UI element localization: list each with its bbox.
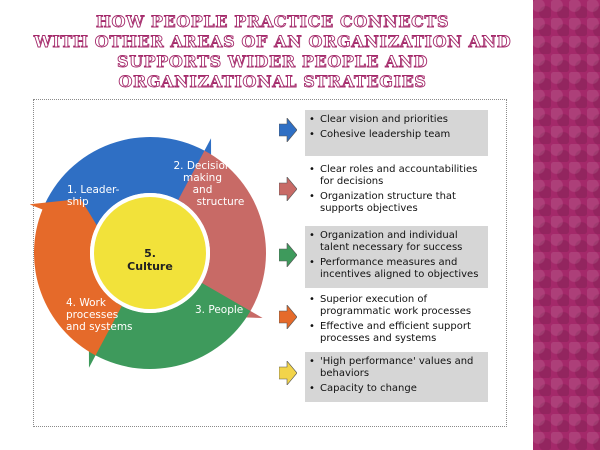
title-line: SUPPORTS WIDER PEOPLE AND: [116, 52, 429, 72]
bullet-item: 'High performance' values and behaviors: [309, 356, 488, 380]
diagram-panel: [33, 99, 507, 427]
page-title: HOW PEOPLE PRACTICE CONNECTS WITH OTHER …: [20, 12, 525, 92]
decorative-side-strip: [533, 0, 600, 450]
bullet-item: Effective and efficient support processe…: [309, 321, 488, 345]
bullet-item: Clear vision and priorities: [309, 114, 488, 126]
title-line: ORGANIZATIONAL STRATEGIES: [118, 72, 427, 92]
segment-label-line: 1. Leader-: [67, 184, 120, 196]
arrow-shape: [279, 305, 297, 329]
segment-label-decision-making: 2. Decision making and structure: [160, 160, 245, 208]
segment-label-line: 2. Decision: [173, 160, 232, 172]
arrow-shape: [279, 361, 297, 385]
bullet-item: Organization and individual talent neces…: [309, 230, 488, 254]
segment-label-line: making: [183, 172, 222, 184]
right-arrow-icon: [279, 118, 297, 142]
arrow-shape: [279, 118, 297, 142]
segment-label-line: processes: [66, 309, 119, 321]
bullet-group-work-processes: Superior execution of programmatic work …: [305, 290, 488, 352]
right-arrow-icon: [279, 177, 297, 201]
arrow-shape: [279, 243, 297, 267]
right-arrow-icon: [279, 361, 297, 385]
segment-label-work-processes: 4. Work processes and systems: [66, 297, 133, 333]
segment-label-line: 4. Work: [66, 297, 106, 309]
cycle-diagram: [30, 137, 266, 369]
right-arrow-icon: [279, 243, 297, 267]
segment-label-line: ship: [67, 196, 89, 208]
right-arrow-icon: [279, 305, 297, 329]
bullet-item: Capacity to change: [309, 383, 488, 395]
bullet-group-people: Organization and individual talent neces…: [305, 226, 488, 288]
segment-label-line: 3. People: [195, 304, 244, 316]
segment-decision-making: [178, 150, 266, 318]
segment-label-people: 3. People: [195, 304, 243, 316]
bullet-item: Superior execution of programmatic work …: [309, 294, 488, 318]
culture-center-label: 5. Culture: [127, 247, 173, 273]
bullet-item: Cohesive leadership team: [309, 129, 488, 141]
bullet-item: Clear roles and accountabilities for dec…: [309, 164, 488, 188]
bullet-group-culture: 'High performance' values and behaviors …: [305, 352, 488, 402]
title-line: HOW PEOPLE PRACTICE CONNECTS: [95, 12, 450, 32]
bullet-item: Performance measures and incentives alig…: [309, 257, 488, 281]
segment-label-line: and: [192, 184, 213, 196]
segment-work-processes: [30, 198, 122, 356]
arrow-shape: [279, 177, 297, 201]
title-line: WITH OTHER AREAS OF AN ORGANIZATION AND: [33, 32, 512, 52]
segment-label-line: and systems: [66, 321, 133, 333]
segment-label-leadership: 1. Leader- ship: [67, 184, 119, 208]
bullet-group-leadership: Clear vision and priorities Cohesive lea…: [305, 110, 488, 156]
bullet-group-decision-making: Clear roles and accountabilities for dec…: [305, 160, 488, 222]
culture-center-circle: [90, 193, 210, 313]
segment-people: [88, 283, 251, 369]
bullet-item: Organization structure that supports obj…: [309, 191, 488, 215]
segment-label-line: structure: [196, 196, 245, 208]
